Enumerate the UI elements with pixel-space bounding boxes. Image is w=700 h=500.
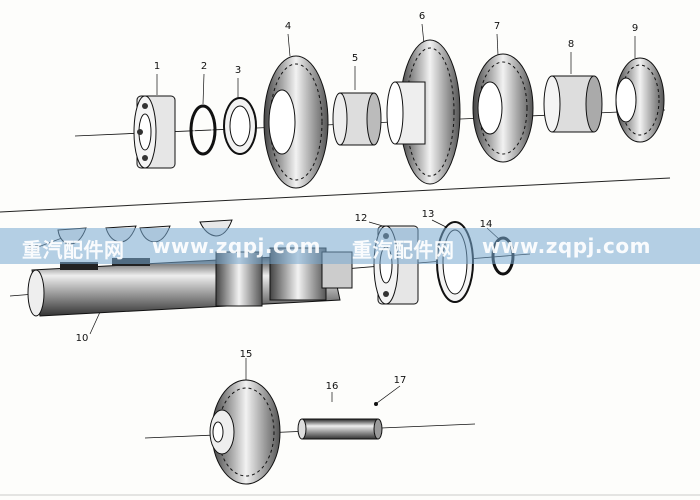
label-7: 7 bbox=[493, 21, 501, 32]
label-1: 1 bbox=[153, 61, 161, 72]
part-1-ball-bearing bbox=[133, 95, 176, 169]
label-14: 14 bbox=[479, 219, 493, 230]
watermark-text-cn-1: 重汽配件网 bbox=[22, 238, 125, 262]
watermark-url-1: www.zqpj.com bbox=[152, 234, 321, 258]
label-15: 15 bbox=[239, 349, 253, 360]
part-6-gear-with-hub bbox=[386, 39, 461, 185]
part-5-needle-sleeve bbox=[332, 92, 382, 146]
label-16: 16 bbox=[325, 381, 339, 392]
part-17-small-pin bbox=[374, 402, 378, 406]
frame-line-top bbox=[0, 177, 671, 213]
part-10-main-shaft bbox=[27, 247, 353, 317]
leader-lines bbox=[37, 23, 636, 404]
part-16-pin bbox=[297, 418, 383, 440]
watermark-text-cn-2: 重汽配件网 bbox=[352, 238, 455, 262]
label-8: 8 bbox=[567, 39, 575, 50]
part-15-gear bbox=[209, 379, 281, 485]
label-9: 9 bbox=[631, 23, 639, 34]
label-3: 3 bbox=[234, 65, 242, 76]
watermark-band: 重汽配件网 www.zqpj.com 重汽配件网 www.zqpj.com bbox=[0, 228, 700, 264]
part-4-gear bbox=[263, 55, 329, 189]
label-6: 6 bbox=[418, 11, 426, 22]
label-13: 13 bbox=[421, 209, 435, 220]
watermark-url-2: www.zqpj.com bbox=[482, 234, 651, 258]
label-4: 4 bbox=[284, 21, 292, 32]
part-3-thrust-washer bbox=[223, 97, 257, 155]
label-5: 5 bbox=[351, 53, 359, 64]
part-7-gear bbox=[472, 53, 534, 163]
part-8-sleeve bbox=[543, 75, 603, 133]
part-9-small-gear bbox=[615, 57, 665, 143]
label-2: 2 bbox=[200, 61, 208, 72]
label-10: 10 bbox=[75, 333, 89, 344]
label-12: 12 bbox=[354, 213, 368, 224]
part-2-circlip bbox=[189, 104, 217, 156]
label-17: 17 bbox=[393, 375, 407, 386]
